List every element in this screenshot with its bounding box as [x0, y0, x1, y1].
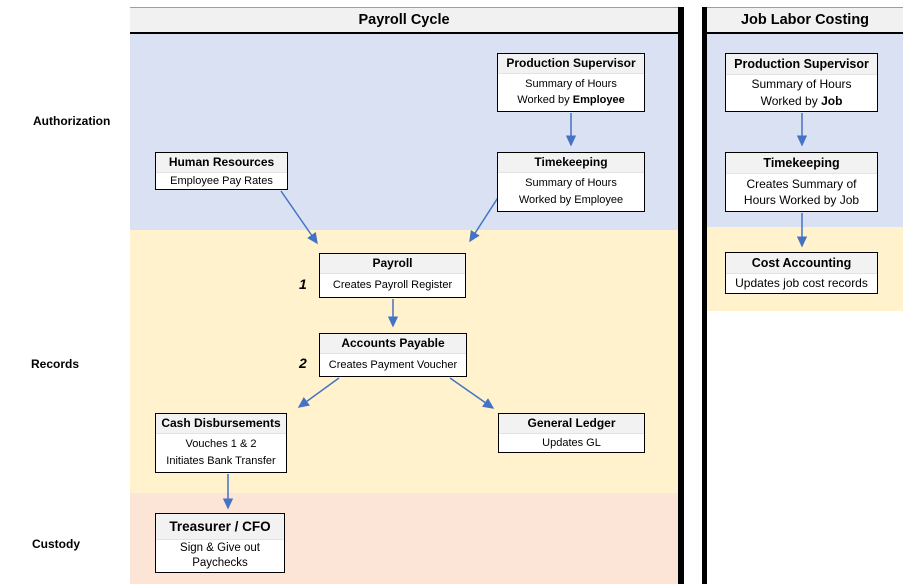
- panel-title: Payroll Cycle: [358, 12, 450, 28]
- node-body: Creates Payment Voucher: [320, 354, 466, 376]
- step-number-2: 2: [299, 355, 307, 371]
- node-title: Production Supervisor: [726, 54, 877, 75]
- node-title: Timekeeping: [726, 153, 877, 174]
- node-title: General Ledger: [499, 414, 644, 434]
- node-line: Summary of Hours: [751, 77, 852, 92]
- node-body: Summary of Hours Worked by Job: [726, 75, 877, 111]
- node-line: Vouches 1 & 2: [185, 438, 257, 450]
- node-line: Updates GL: [542, 436, 601, 449]
- node-line: Sign & Give out: [180, 542, 260, 554]
- node-line: Worked by Job: [760, 93, 843, 108]
- panel-header-payroll-cycle: Payroll Cycle: [130, 7, 678, 34]
- node-body: Updates job cost records: [726, 274, 877, 293]
- node-body: Vouches 1 & 2 Initiates Bank Transfer: [156, 434, 286, 472]
- node-line: Summary of Hours: [525, 177, 617, 189]
- node-line: Updates job cost records: [735, 276, 868, 290]
- node-body: Sign & Give out Paychecks: [156, 540, 284, 572]
- node-general-ledger: General Ledger Updates GL: [498, 413, 645, 453]
- node-line: Creates Summary of: [746, 176, 857, 191]
- node-body: Summary of Hours Worked by Employee: [498, 173, 644, 211]
- node-title: Cost Accounting: [726, 253, 877, 274]
- node-title: Human Resources: [156, 153, 287, 173]
- lane-label-records: Records: [31, 357, 80, 371]
- node-title: Timekeeping: [498, 153, 644, 173]
- panel-header-job-labor-costing: Job Labor Costing: [707, 7, 903, 34]
- node-title: Treasurer / CFO: [156, 514, 284, 540]
- node-body: Updates GL: [499, 434, 644, 452]
- node-body: Summary of Hours Worked by Employee: [498, 74, 644, 111]
- panel-divider-right: [702, 7, 707, 584]
- node-line: Hours Worked by Job: [743, 193, 860, 208]
- node-title: Production Supervisor: [498, 54, 644, 74]
- node-cost-accounting: Cost Accounting Updates job cost records: [725, 252, 878, 294]
- node-title: Cash Disbursements: [156, 414, 286, 434]
- node-line: Summary of Hours: [525, 77, 617, 90]
- node-line: Paychecks: [192, 557, 248, 569]
- lane-label-authorization: Authorization: [33, 114, 111, 128]
- node-accounts-payable: Accounts Payable Creates Payment Voucher: [319, 333, 467, 377]
- node-timekeeping-payroll: Timekeeping Summary of Hours Worked by E…: [497, 152, 645, 212]
- node-line: Worked by Employee: [517, 94, 625, 107]
- node-payroll: Payroll Creates Payroll Register: [319, 253, 466, 298]
- node-body: Creates Payroll Register: [320, 274, 465, 297]
- node-line: Creates Payment Voucher: [328, 358, 458, 371]
- node-production-supervisor-payroll: Production Supervisor Summary of Hours W…: [497, 53, 645, 112]
- node-body: Creates Summary of Hours Worked by Job: [726, 174, 877, 211]
- step-number-1: 1: [299, 276, 307, 292]
- node-timekeeping-job: Timekeeping Creates Summary of Hours Wor…: [725, 152, 878, 212]
- node-line: Worked by Employee: [518, 194, 624, 206]
- node-title: Accounts Payable: [320, 334, 466, 354]
- panel-title: Job Labor Costing: [740, 12, 870, 28]
- node-human-resources: Human Resources Employee Pay Rates: [155, 152, 288, 190]
- node-title: Payroll: [320, 254, 465, 274]
- node-body: Employee Pay Rates: [156, 173, 287, 189]
- node-production-supervisor-job: Production Supervisor Summary of Hours W…: [725, 53, 878, 112]
- node-treasurer-cfo: Treasurer / CFO Sign & Give out Paycheck…: [155, 513, 285, 573]
- node-line: Employee Pay Rates: [170, 174, 273, 187]
- panel-divider-left: [678, 7, 684, 584]
- node-line: Creates Payroll Register: [332, 279, 453, 291]
- node-line: Initiates Bank Transfer: [166, 455, 276, 467]
- node-cash-disbursements: Cash Disbursements Vouches 1 & 2 Initiat…: [155, 413, 287, 473]
- lane-label-custody: Custody: [32, 537, 80, 551]
